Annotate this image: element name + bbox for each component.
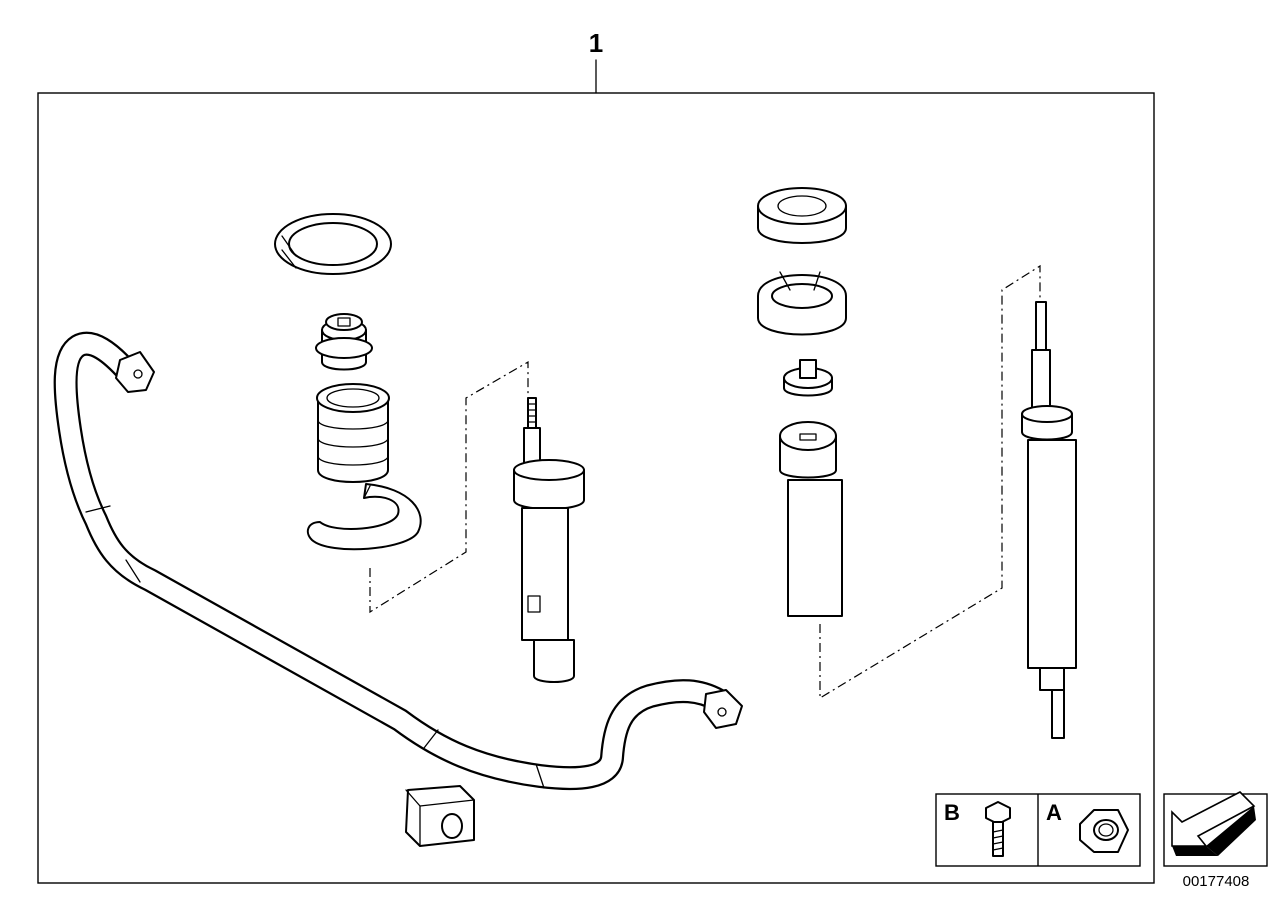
rear-support-bearing bbox=[757, 271, 847, 336]
front-spring-pad-upper bbox=[274, 213, 392, 275]
legend-key-a: A bbox=[1046, 800, 1062, 825]
fastener-legend: B A bbox=[935, 793, 1141, 867]
hex-nut-icon bbox=[1079, 809, 1129, 853]
front-bump-stop bbox=[315, 313, 373, 371]
front-assembly-line bbox=[369, 360, 529, 614]
stabilizer-end-right bbox=[703, 689, 743, 729]
rear-protection-tube bbox=[779, 421, 843, 617]
main-part-label: 1 bbox=[589, 28, 603, 58]
rear-assembly-line bbox=[819, 264, 1041, 700]
kit-frame bbox=[37, 92, 1155, 884]
front-shock-absorber bbox=[513, 397, 585, 683]
front-dust-boot bbox=[316, 383, 390, 483]
rear-shock-absorber bbox=[1021, 301, 1077, 739]
rear-top-cap bbox=[757, 187, 847, 244]
rear-nut-bushing bbox=[783, 359, 833, 397]
bolt-icon bbox=[985, 801, 1011, 857]
stabilizer-bar bbox=[53, 331, 743, 791]
legend-key-b: B bbox=[944, 800, 960, 825]
front-spring-pad-lower bbox=[306, 483, 422, 551]
reference-number: 00177408 bbox=[1183, 873, 1250, 890]
stabilizer-bushing bbox=[405, 785, 475, 847]
direction-arrow-icon bbox=[1163, 791, 1268, 867]
